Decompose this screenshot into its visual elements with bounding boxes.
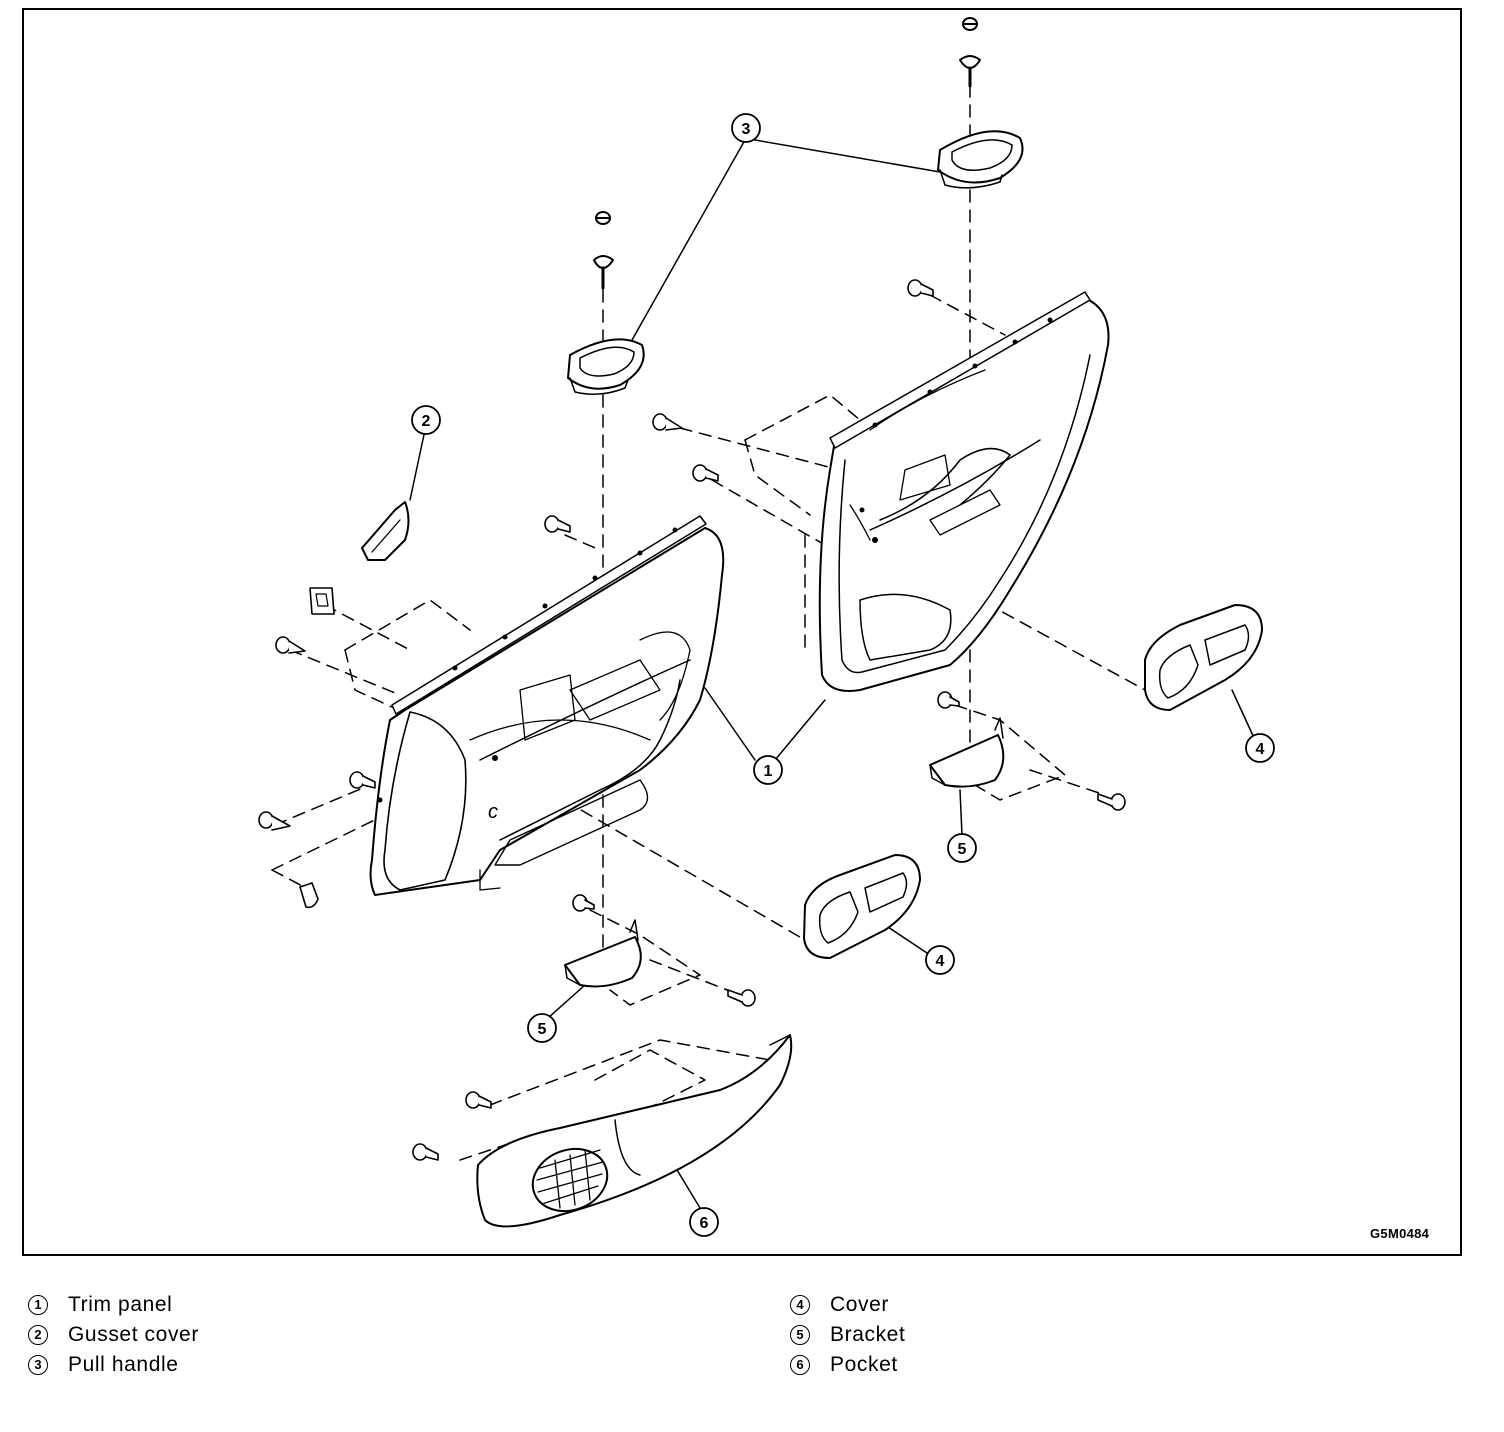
clip [299,882,319,909]
pull-handle-rear [937,130,1024,189]
clip [937,691,960,709]
legend-number: 6 [790,1355,810,1375]
callout-4-front: 4 [925,945,955,975]
legend-label: Bracket [830,1323,906,1346]
pocket-grille [531,1147,609,1213]
leader-lines [409,139,1256,1209]
callout-4-rear: 4 [1245,733,1275,763]
callout-2: 2 [411,405,441,435]
svg-text:5: 5 [958,841,967,858]
svg-text:5: 5 [538,1021,547,1038]
svg-text:c: c [488,801,498,823]
legend-number: 5 [790,1325,810,1345]
svg-text:6: 6 [700,1215,709,1232]
legend-item: 6 Pocket [790,1350,905,1380]
clip [907,279,934,297]
legend-item: 3 Pull handle [28,1350,199,1380]
screws [593,17,981,290]
clip [544,515,571,533]
rear-door-trim-panel [818,291,1110,692]
legend-item: 2 Gusset cover [28,1320,199,1350]
legend-item: 1 Trim panel [28,1290,199,1320]
gusset-cover [361,501,410,561]
legend-number: 4 [790,1295,810,1315]
legend-number: 1 [28,1295,48,1315]
pull-handle-front [567,338,645,395]
bracket-rear [929,717,1005,788]
callout-3: 3 [731,113,761,143]
cover-rear [1144,604,1263,711]
callout-1: 1 [753,755,783,785]
legend-label: Gusset cover [68,1323,199,1346]
door-pocket [476,1034,793,1228]
clips [258,279,1126,1161]
cover-front [803,854,921,959]
clip [258,811,291,831]
svg-text:2: 2 [422,413,431,430]
screw [1097,793,1126,811]
svg-text:3: 3 [742,121,751,138]
legend-item: 5 Bracket [790,1320,905,1350]
legend-number: 3 [28,1355,48,1375]
legend-label: Pocket [830,1353,898,1376]
legend-label: Trim panel [68,1293,173,1316]
legend-label: Pull handle [68,1353,179,1376]
screw [727,989,756,1007]
bracket-front [564,919,642,988]
legend-item: 4 Cover [790,1290,905,1320]
figure-code: G5M0484 [1370,1226,1430,1241]
legend-number: 2 [28,1325,48,1345]
clip [412,1143,439,1161]
callouts: 1 2 3 4 4 5 5 6 [411,113,1275,1237]
svg-text:4: 4 [936,953,945,970]
retainer [309,587,335,615]
legend-left: 1 Trim panel 2 Gusset cover 3 Pull handl… [28,1290,199,1380]
clip [652,413,683,431]
clip [572,894,595,912]
callout-5-rear: 5 [947,833,977,863]
clip [349,771,376,789]
callout-6: 6 [689,1207,719,1237]
svg-text:4: 4 [1256,741,1265,758]
front-door-trim-panel: c [369,515,725,896]
clip [465,1091,492,1109]
legend-right: 4 Cover 5 Bracket 6 Pocket [790,1290,905,1380]
clip [275,636,306,654]
legend-label: Cover [830,1293,890,1316]
svg-text:1: 1 [764,763,773,780]
callout-5-front: 5 [527,1013,557,1043]
exploded-door-trim-diagram: c [258,17,1275,1237]
clip [692,464,719,482]
